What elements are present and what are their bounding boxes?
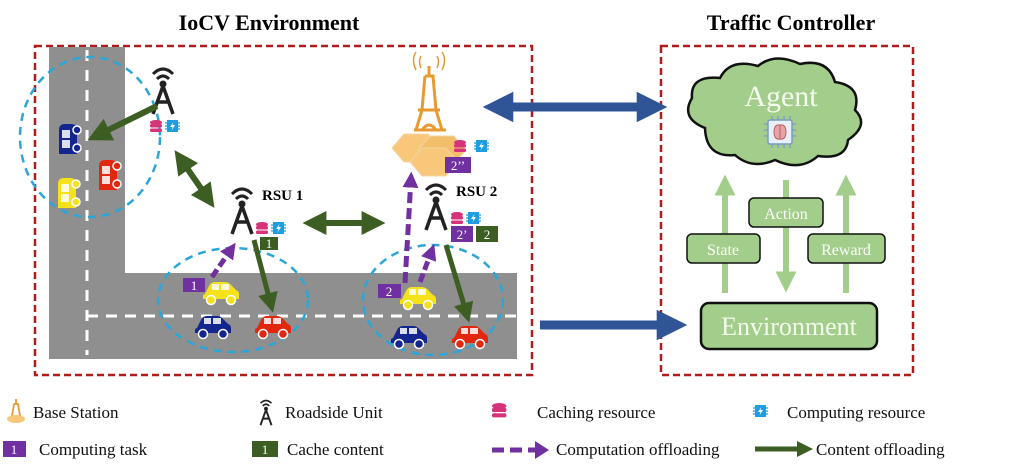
car1-task-num: 1 [191, 278, 198, 293]
bs-computing-icon [473, 139, 490, 153]
bs-caching-icon [454, 140, 466, 152]
rsu2-task-num: 2’ [457, 227, 468, 242]
computing-resource-legend-icon [752, 404, 769, 418]
legend-caching-resource-label: Caching resource [537, 403, 655, 422]
bs-task-num: 2’’ [451, 158, 465, 173]
legend-computation-offloading-label: Computation offloading [556, 440, 720, 459]
legend-computing-resource-label: Computing resource [787, 403, 925, 422]
legend-computing-task-label: Computing task [39, 440, 148, 459]
rsu2-computing-task-tag [451, 226, 473, 242]
legend-cache-content: 1 Cache content [252, 440, 384, 459]
rsu1-label: RSU 1 [262, 188, 303, 204]
legend-computing-resource: Computing resource [752, 403, 925, 422]
car2-task-num: 2 [386, 284, 393, 299]
iocv-environment-title: IoCV Environment [179, 10, 360, 35]
iocv-environment-frame [33, 44, 534, 377]
rsu2-icon [424, 183, 448, 232]
car2-computing-task-tag [378, 284, 401, 298]
rsu1-icon [230, 187, 254, 236]
computation-offloading-arrow-bs [402, 171, 419, 284]
ai-brain-chip-icon [764, 116, 796, 148]
computing-task-legend-swatch [3, 441, 26, 457]
legend-computing-task: 1 Computing task [3, 440, 148, 459]
car1-computing-task-tag [183, 278, 205, 292]
base-station-legend-icon [7, 399, 25, 423]
legend-content-offloading-label: Content offloading [816, 440, 945, 459]
reward-label: Reward [821, 242, 871, 259]
reward-box [807, 233, 886, 264]
rsu2-cache-content-tag [476, 226, 498, 242]
legend-base-station-label: Base Station [33, 403, 119, 422]
state-box [686, 233, 761, 264]
rsu2-label: RSU 2 [456, 184, 497, 200]
legend-roadside-unit-label: Roadside Unit [285, 403, 383, 422]
computation-offloading-arrow-rsu2 [417, 244, 437, 283]
agent-cloud [686, 57, 863, 167]
legend-caching-resource: Caching resource [492, 403, 655, 422]
traffic-controller-frame [659, 44, 915, 377]
caching-resource-icon [150, 120, 162, 132]
caching-resource-legend-icon [492, 403, 507, 418]
roadside-unit-legend-icon [259, 399, 273, 427]
legend-cache-content-label: Cache content [287, 440, 384, 459]
environment-label: Environment [721, 312, 858, 341]
agent-label: Agent [744, 80, 818, 113]
rsu1-caching-icon [256, 222, 268, 234]
rsu2-computing-icon [465, 211, 482, 225]
rsu1-cache-content-tag [260, 237, 278, 250]
legend-content-offloading: Content offloading [755, 440, 945, 459]
content-offloading-arrow-rsu2 [443, 244, 474, 323]
computation-offloading-legend-arrowhead [535, 441, 549, 459]
action-box [748, 197, 824, 228]
computing-resource-icon [164, 119, 181, 133]
action-label: Action [764, 206, 808, 223]
cache-content-legend-swatch [252, 441, 278, 457]
content-offloading-arrow [87, 103, 159, 141]
legend-base-station: Base Station [7, 399, 119, 423]
legend-roadside-unit: Roadside Unit [259, 399, 383, 427]
state-label: State [707, 242, 739, 259]
legend-computation-offloading: Computation offloading [492, 440, 720, 459]
content-offloading-arrow-rsu1 [251, 239, 278, 313]
rsu1-cache-content-num: 1 [266, 236, 273, 251]
rsu1-computing-icon [270, 221, 287, 235]
rsu2-cache-num: 2 [484, 227, 491, 242]
computing-task-legend-num: 1 [11, 442, 18, 457]
content-offloading-legend-arrowhead [797, 441, 813, 457]
coverage-area-bs [18, 55, 162, 219]
traffic-controller-title: Traffic Controller [707, 10, 876, 35]
rsu2-caching-icon [451, 212, 463, 224]
computation-offloading-arrow-rsu1 [209, 242, 236, 279]
cache-content-legend-num: 1 [262, 442, 269, 457]
environment-box [699, 301, 879, 351]
bs-computing-task-tag [445, 157, 471, 173]
legend: Base Station Roadside Unit Caching resou… [3, 399, 945, 459]
rsu-link-arrow [174, 150, 215, 208]
